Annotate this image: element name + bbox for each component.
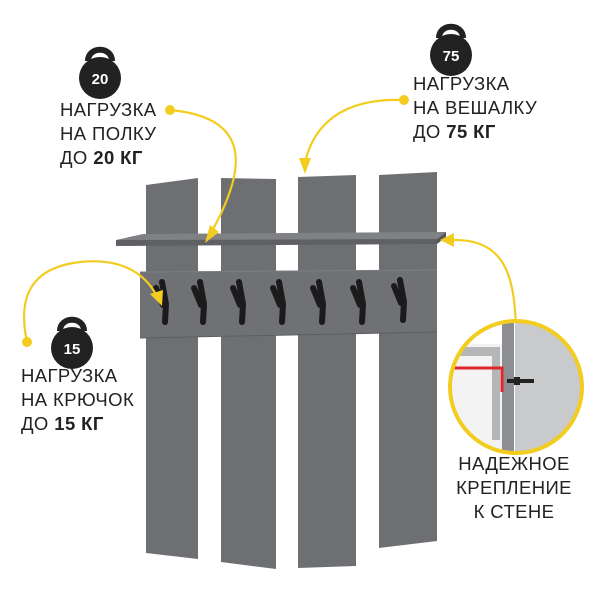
shelf-load-label: НАГРУЗКА НА ПОЛКУ ДО 20 КГ bbox=[60, 98, 157, 170]
wall-mount-label: НАДЕЖНОЕ КРЕПЛЕНИЕ К СТЕНЕ bbox=[439, 452, 589, 524]
mount-label-line2: КРЕПЛЕНИЕ bbox=[456, 477, 572, 498]
hook-load-value: 15 КГ bbox=[54, 413, 104, 434]
hook-4 bbox=[270, 279, 286, 325]
mount-label-line1: НАДЕЖНОЕ bbox=[458, 453, 570, 474]
callout-arrows bbox=[23, 98, 518, 343]
mount-label-line3: К СТЕНЕ bbox=[473, 501, 555, 522]
kettlebell-icon bbox=[51, 316, 93, 369]
hanger-callout-dot bbox=[399, 95, 409, 105]
hanger-arrow-line bbox=[303, 98, 405, 163]
hook-5 bbox=[310, 279, 326, 325]
hook-band bbox=[140, 270, 437, 338]
hook-arrow-line bbox=[23, 260, 159, 343]
hook-label-line3: ДО 15 КГ bbox=[21, 413, 104, 434]
shelf-arrow-line bbox=[169, 108, 237, 234]
kettlebell-icon bbox=[430, 23, 472, 76]
kettlebell-icon bbox=[79, 46, 121, 99]
hook-label-line1: НАГРУЗКА bbox=[21, 365, 118, 386]
callout-dots bbox=[22, 95, 409, 347]
hanger-badge-value: 75 bbox=[443, 48, 460, 65]
plank-4 bbox=[379, 172, 437, 548]
shelf bbox=[116, 232, 446, 246]
mount-arrow-head bbox=[440, 233, 454, 247]
shelf-badge-value: 20 bbox=[92, 71, 109, 88]
shelf-load-value: 20 КГ bbox=[93, 147, 143, 168]
mount-inset-ring bbox=[448, 319, 584, 455]
shelf-callout-dot bbox=[165, 105, 175, 115]
wall-mount-detail bbox=[448, 319, 584, 455]
hook-7 bbox=[391, 277, 407, 323]
hook-6 bbox=[350, 279, 366, 325]
hook-load-label: НАГРУЗКА НА КРЮЧОК ДО 15 КГ bbox=[21, 364, 134, 436]
shelf-arrow-head bbox=[205, 225, 219, 243]
hook-badge-value: 15 bbox=[64, 341, 81, 358]
hook-3 bbox=[230, 279, 246, 325]
wall-panel bbox=[139, 172, 438, 569]
hook-arrow-head bbox=[150, 290, 163, 306]
hook-label-line2: НА КРЮЧОК bbox=[21, 389, 135, 410]
hanger-label-line1: НАГРУЗКА bbox=[413, 73, 510, 94]
hanger-load-value: 75 КГ bbox=[446, 121, 496, 142]
arrow-heads bbox=[150, 158, 454, 306]
shelf-label-line3: ДО 20 КГ bbox=[60, 147, 143, 168]
shelf-label-line2: НА ПОЛКУ bbox=[60, 123, 157, 144]
hooks bbox=[153, 277, 407, 325]
hook-2 bbox=[191, 279, 207, 325]
hook-callout-dot bbox=[22, 337, 32, 347]
hanger-load-label: НАГРУЗКА НА ВЕШАЛКУ ДО 75 КГ bbox=[413, 72, 537, 144]
hanger-arrow-head bbox=[299, 158, 311, 174]
hanger-label-line2: НА ВЕШАЛКУ bbox=[413, 97, 538, 118]
mount-arrow-line bbox=[449, 238, 518, 328]
shelf-label-line1: НАГРУЗКА bbox=[60, 99, 157, 120]
hanger-label-line3: ДО 75 КГ bbox=[413, 121, 496, 142]
